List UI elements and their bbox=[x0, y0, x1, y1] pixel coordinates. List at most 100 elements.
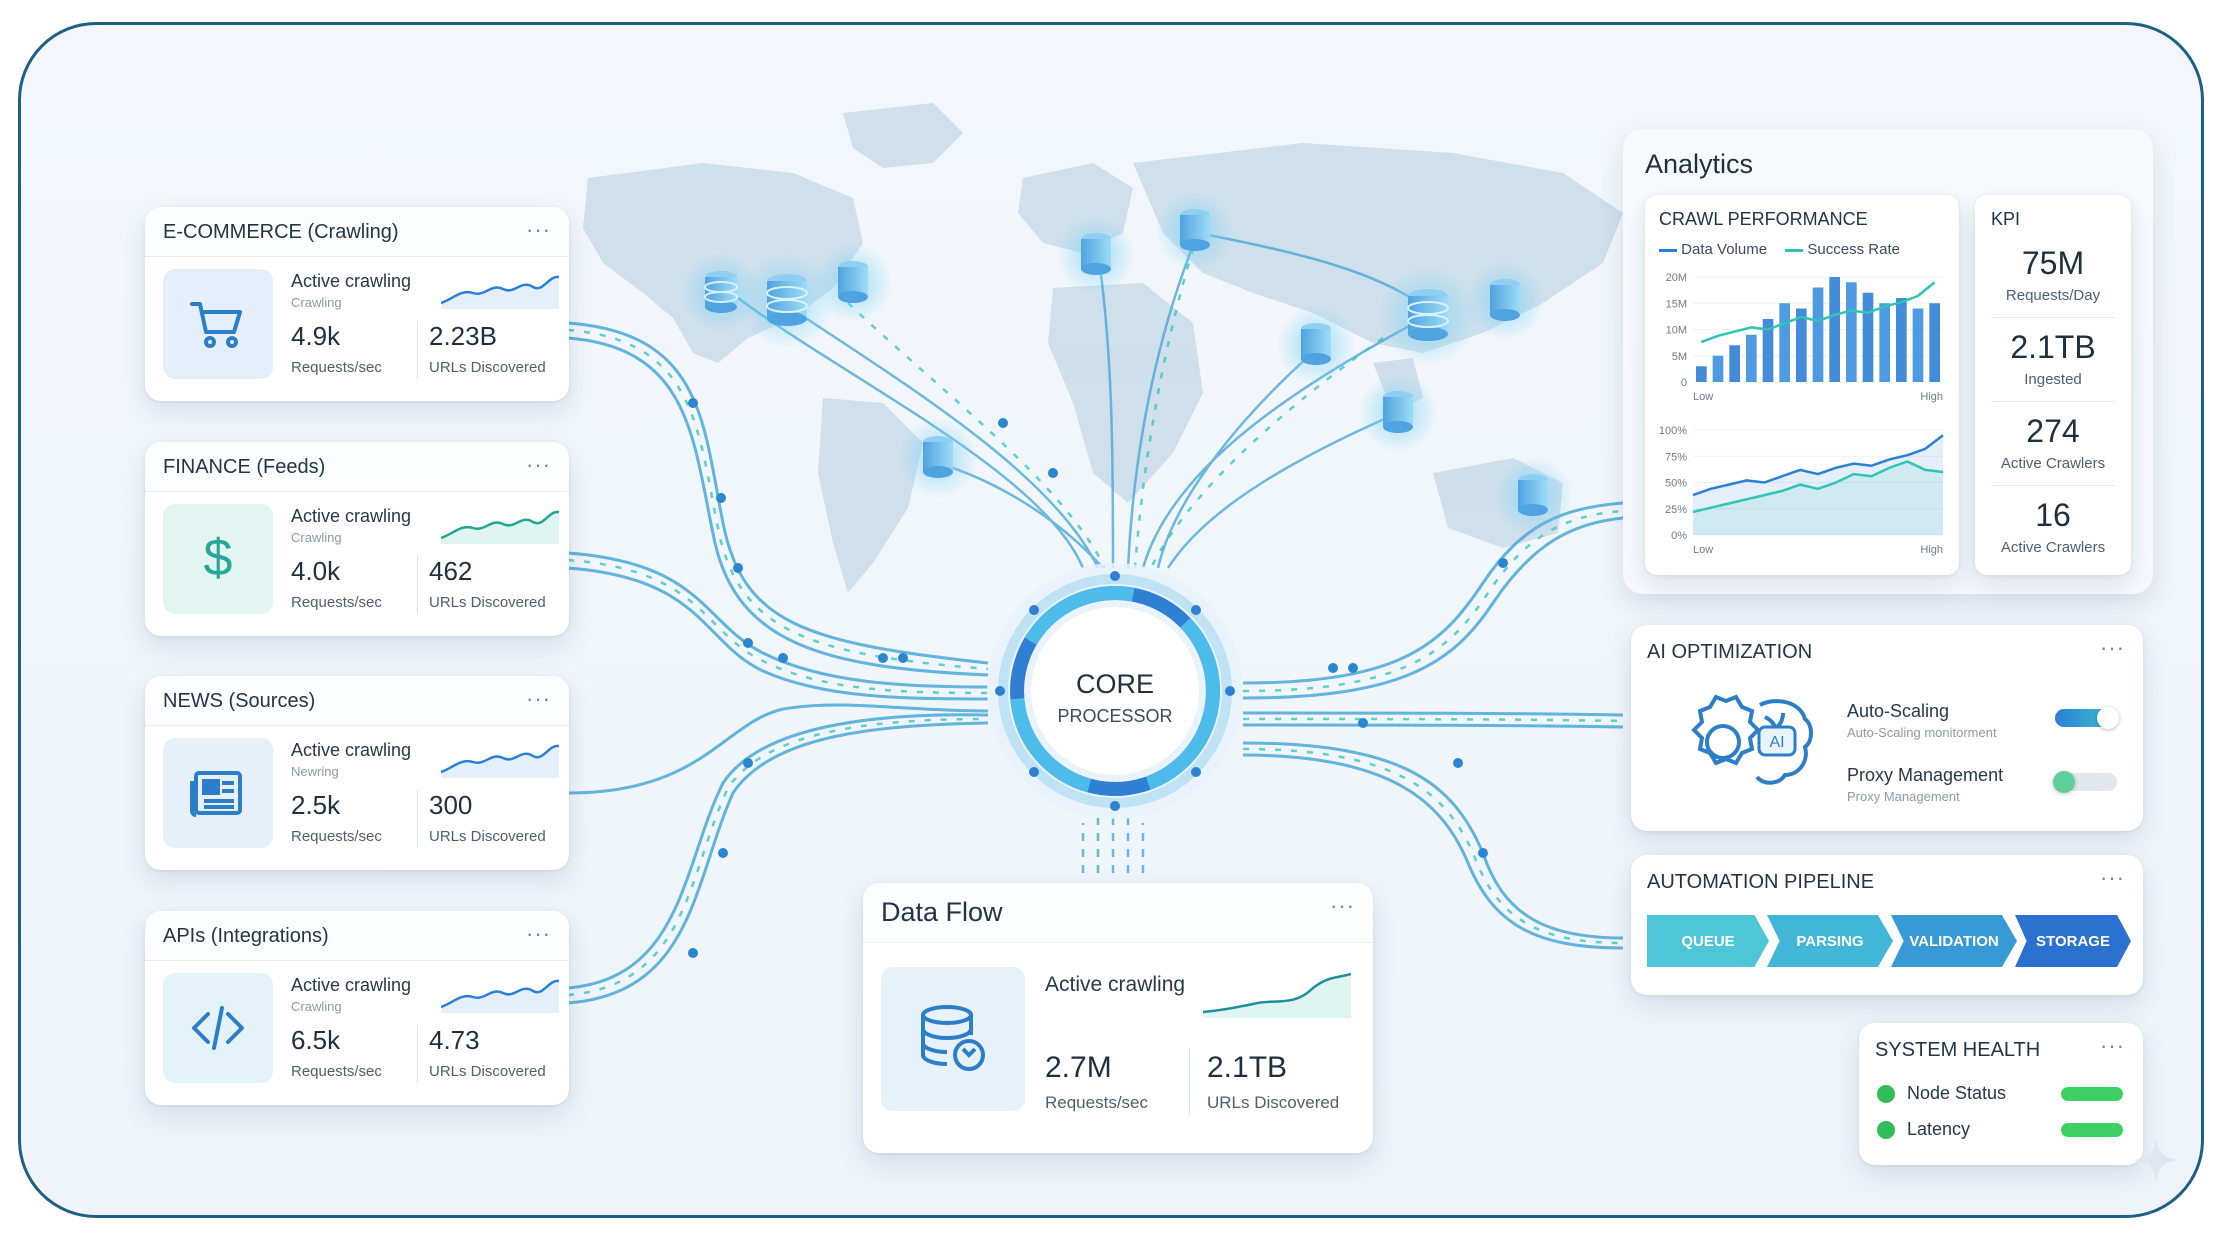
pipeline-step-validation[interactable]: VALIDATION bbox=[1891, 915, 2017, 967]
kpi-divider bbox=[1991, 485, 2115, 486]
y-tick-label: 10M bbox=[1666, 325, 1687, 337]
core-subtitle: PROCESSOR bbox=[1057, 706, 1173, 726]
card-header: APIs (Integrations) ··· bbox=[145, 911, 569, 961]
continents bbox=[583, 103, 1623, 593]
crawl-performance-card[interactable]: CRAWL PERFORMANCE Data Volume Success Ra… bbox=[1645, 195, 1959, 575]
data-flow-card[interactable]: Data Flow ··· Active crawling 2.7M Reque… bbox=[863, 883, 1373, 1153]
source-sparkline bbox=[441, 275, 559, 309]
source-sparkline bbox=[441, 510, 559, 544]
analytics-title: Analytics bbox=[1645, 149, 1754, 179]
card-header: E-COMMERCE (Crawling) ··· bbox=[145, 207, 569, 257]
kpi-value: 16 bbox=[2035, 497, 2071, 533]
more-icon[interactable]: ··· bbox=[526, 452, 551, 477]
overlay-line bbox=[1700, 281, 1936, 344]
more-icon[interactable]: ··· bbox=[526, 217, 551, 242]
source-flow-lines bbox=[567, 321, 989, 1005]
legend-swatch-success-rate bbox=[1785, 248, 1804, 252]
more-icon[interactable]: ··· bbox=[2100, 865, 2125, 890]
x-tick-label: Low bbox=[1693, 544, 1713, 556]
y-tick-label: 50% bbox=[1665, 478, 1687, 490]
legend-swatch-data-volume bbox=[1659, 248, 1677, 252]
svg-text:$: $ bbox=[204, 529, 233, 587]
dollar-icon: $ bbox=[163, 504, 273, 614]
latency-indicator bbox=[1877, 1121, 1895, 1139]
code-icon bbox=[163, 973, 273, 1083]
more-icon[interactable]: ··· bbox=[2100, 635, 2125, 660]
system-health-card[interactable]: SYSTEM HEALTH ··· Node Status Latency bbox=[1859, 1023, 2143, 1165]
x-tick-label: High bbox=[1920, 391, 1943, 403]
auto-scaling-toggle[interactable] bbox=[2055, 707, 2119, 729]
bar bbox=[1812, 287, 1824, 382]
pipeline-step-queue[interactable]: QUEUE bbox=[1647, 915, 1769, 967]
source-card-news[interactable]: NEWS (Sources) ··· Active crawling Newri… bbox=[145, 676, 569, 870]
bar bbox=[1862, 292, 1874, 382]
bar bbox=[1846, 282, 1857, 382]
bar bbox=[1929, 303, 1940, 382]
source-requests: 4.9k bbox=[291, 321, 341, 351]
source-requests: 6.5k bbox=[291, 1025, 341, 1055]
source-requests: 2.5k bbox=[291, 790, 341, 820]
more-icon[interactable]: ··· bbox=[2100, 1033, 2125, 1058]
y-tick-label: 25% bbox=[1665, 504, 1687, 516]
analytics-panel: Analytics CRAWL PERFORMANCE Data Volume … bbox=[1623, 129, 2153, 594]
source-urls: 2.23B bbox=[429, 321, 497, 351]
divider bbox=[417, 1025, 418, 1083]
source-card-finance[interactable]: FINANCE (Feeds) ··· $ Active crawling Cr… bbox=[145, 442, 569, 636]
y-tick-label: 0% bbox=[1671, 530, 1687, 542]
latency-bar bbox=[2061, 1123, 2123, 1137]
core-ring bbox=[987, 563, 1243, 819]
proxy-management-toggle[interactable] bbox=[2053, 771, 2117, 793]
bar bbox=[1779, 303, 1790, 382]
more-icon[interactable]: ··· bbox=[1330, 893, 1355, 918]
card-header: FINANCE (Feeds) ··· bbox=[145, 442, 569, 492]
output-flow-lines bbox=[1242, 501, 1624, 950]
kpi-label: Active Crawlers bbox=[2000, 539, 2106, 556]
source-title: E-COMMERCE (Crawling) bbox=[163, 221, 399, 243]
source-urls-label: URLs Discovered bbox=[429, 828, 546, 845]
source-card-apis[interactable]: APIs (Integrations) ··· Active crawling … bbox=[145, 911, 569, 1105]
data-flow-title: Data Flow bbox=[881, 897, 1003, 927]
source-requests-label: Requests/sec bbox=[291, 828, 382, 845]
data-flow-urls-label: URLs Discovered bbox=[1207, 1093, 1340, 1112]
diagram-frame: CORE PROCESSOR E-COMMERCE (Crawling) ···… bbox=[18, 22, 2204, 1218]
kpi-divider bbox=[1991, 317, 2115, 318]
ai-optimization-card[interactable]: AI OPTIMIZATION ··· AI Auto-Scaling Auto… bbox=[1631, 625, 2143, 831]
node-status-indicator bbox=[1877, 1085, 1895, 1103]
bar bbox=[1696, 366, 1707, 382]
core-processor[interactable]: CORE PROCESSOR bbox=[1045, 665, 1185, 755]
data-flow-urls: 2.1TB bbox=[1207, 1051, 1288, 1084]
source-status: Active crawling bbox=[291, 975, 412, 995]
more-icon[interactable]: ··· bbox=[526, 921, 551, 946]
pipeline-step-parsing[interactable]: PARSING bbox=[1767, 915, 1893, 967]
pipeline-step-storage[interactable]: STORAGE bbox=[2015, 915, 2131, 967]
divider bbox=[417, 790, 418, 848]
legend-success-rate: Success Rate bbox=[1807, 241, 1900, 258]
source-substatus: Crawling bbox=[291, 295, 342, 310]
source-requests-label: Requests/sec bbox=[291, 359, 382, 376]
proxy-management-sub: Proxy Management bbox=[1847, 789, 1960, 804]
bar bbox=[1762, 319, 1774, 382]
latency-label: Latency bbox=[1907, 1119, 1971, 1139]
bar bbox=[1912, 308, 1924, 382]
data-flow-sparkline bbox=[1203, 972, 1351, 1018]
automation-pipeline-title: AUTOMATION PIPELINE bbox=[1647, 871, 1875, 893]
data-flow-requests: 2.7M bbox=[1045, 1051, 1112, 1084]
kpi-value: 274 bbox=[2026, 413, 2080, 449]
source-urls: 300 bbox=[429, 790, 473, 820]
kpi-label: Requests/Day bbox=[2005, 287, 2101, 304]
shopping-cart-icon bbox=[163, 269, 273, 379]
source-urls: 462 bbox=[429, 556, 473, 586]
automation-pipeline-card[interactable]: AUTOMATION PIPELINE ··· QUEUE PARSING VA… bbox=[1631, 855, 2143, 995]
source-requests-label: Requests/sec bbox=[291, 1063, 382, 1080]
source-status: Active crawling bbox=[291, 271, 412, 291]
source-card-ecommerce[interactable]: E-COMMERCE (Crawling) ··· Active crawlin… bbox=[145, 207, 569, 401]
world-map-background bbox=[567, 103, 1624, 1005]
toggle-knob bbox=[2053, 771, 2075, 793]
bar bbox=[1796, 308, 1807, 382]
area-fill bbox=[1693, 435, 1943, 535]
more-icon[interactable]: ··· bbox=[526, 686, 551, 711]
kpi-title: KPI bbox=[1991, 209, 2021, 229]
source-urls-label: URLs Discovered bbox=[429, 594, 546, 611]
